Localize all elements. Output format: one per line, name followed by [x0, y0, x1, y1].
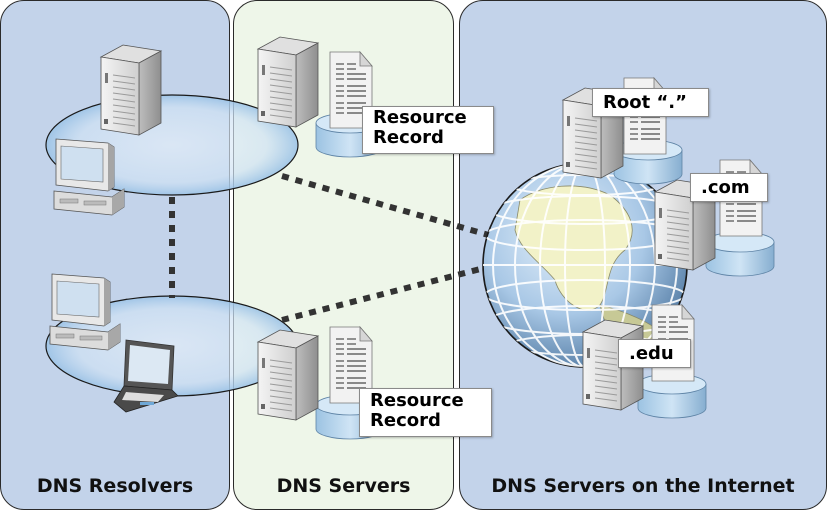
panel-label-resolvers: DNS Resolvers	[36, 475, 194, 497]
database-icon	[705, 231, 775, 277]
label-line: Resource	[370, 390, 464, 411]
root-label: Root “.”	[592, 88, 709, 117]
panel-label-servers: DNS Servers	[276, 475, 411, 497]
label-line: Resource	[373, 107, 467, 128]
label-line: Record	[373, 127, 444, 148]
server-icon	[257, 329, 319, 421]
resolver-server-icon	[100, 44, 162, 136]
panel-label-internet: DNS Servers on the Internet	[491, 475, 795, 497]
com-label: .com	[690, 173, 768, 202]
edu-label: .edu	[618, 339, 691, 368]
label-line: Record	[370, 410, 441, 431]
resource-record-label-top: Resource Record	[362, 106, 494, 154]
desktop-computer-icon-bottom	[49, 273, 121, 351]
resource-record-label-bottom: Resource Record	[359, 388, 492, 437]
server-icon	[257, 36, 319, 128]
link-top-server-to-internet	[281, 173, 493, 239]
dotted-links	[169, 173, 493, 323]
desktop-computer-icon-top	[53, 138, 125, 216]
link-bottom-server-to-internet	[281, 263, 493, 323]
